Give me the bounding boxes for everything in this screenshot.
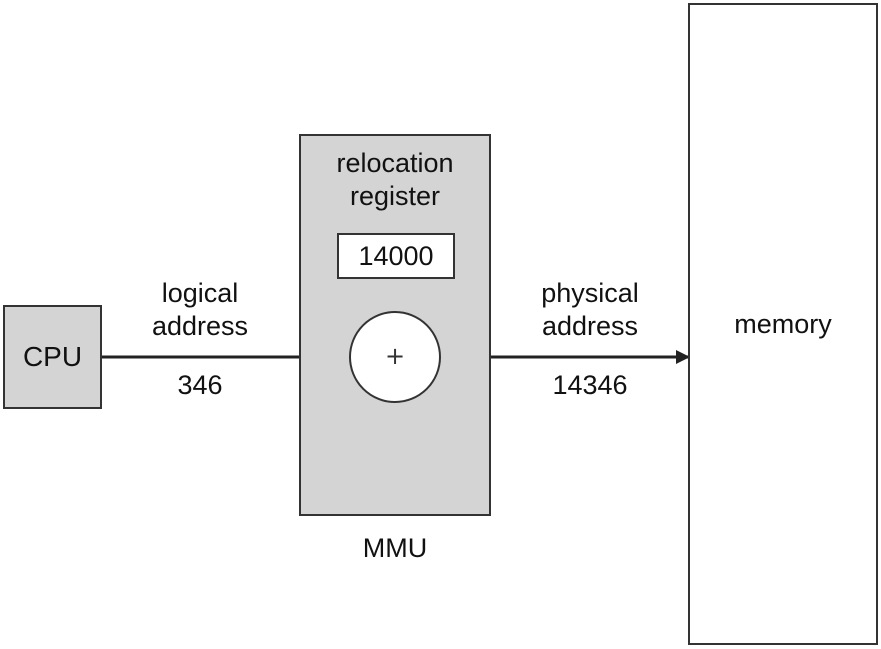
relocation-register-value-box: 14000 [337,233,455,279]
physical-address-label-line-2: address [541,311,639,341]
logical-address-value: 346 [177,370,223,400]
cpu-label: CPU [22,341,83,372]
cpu-box: CPU [3,305,102,409]
relocation-register-value: 14000 [358,240,434,271]
physical-address-value: 14346 [552,370,628,400]
relocation-register-label-line-2: register [349,181,441,211]
mmu-label: MMU [362,533,428,563]
adder-circle [349,311,441,403]
memory-label: memory [734,308,832,339]
memory-box: memory [688,3,878,645]
relocation-register-label-line-1: relocation [336,148,454,178]
adder-plus-sign: + [384,342,406,370]
logical-address-label-line-1: logical [161,278,239,308]
logical-address-label-line-2: address [151,311,249,341]
physical-address-label-line-1: physical [541,278,639,308]
